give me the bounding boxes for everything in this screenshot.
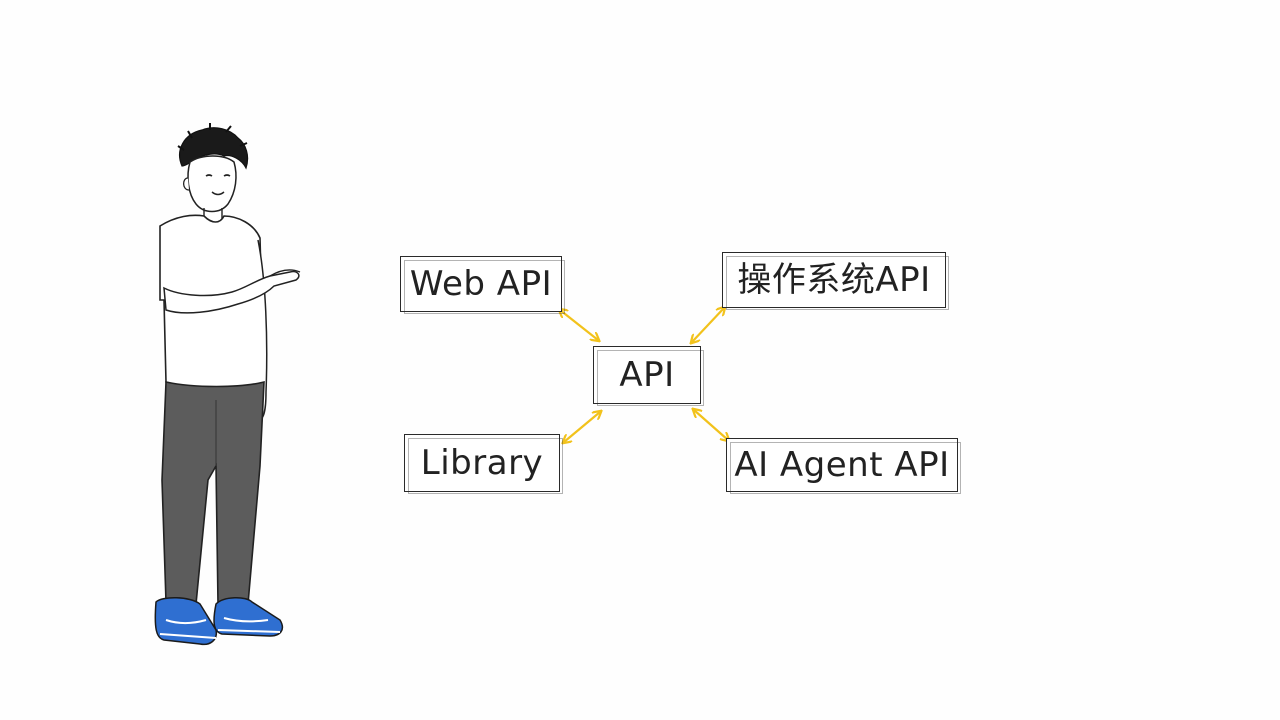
arrow-api-lib <box>564 412 600 442</box>
node-library: Library <box>404 434 563 494</box>
arrow-api-agent <box>694 410 728 440</box>
node-api-center: API <box>593 346 704 406</box>
node-os-api: 操作系统API <box>722 252 949 310</box>
node-web-api: Web API <box>400 256 565 314</box>
right-shoe <box>213 597 284 637</box>
left-shoe <box>154 597 218 646</box>
arrow-api-web <box>560 310 598 340</box>
face <box>187 155 237 213</box>
node-ai-agent-api: AI Agent API <box>726 438 961 494</box>
arrow-api-os <box>692 308 724 342</box>
pointing-arm <box>163 270 300 314</box>
person-pointing-illustration <box>154 123 301 646</box>
pants <box>161 380 265 605</box>
